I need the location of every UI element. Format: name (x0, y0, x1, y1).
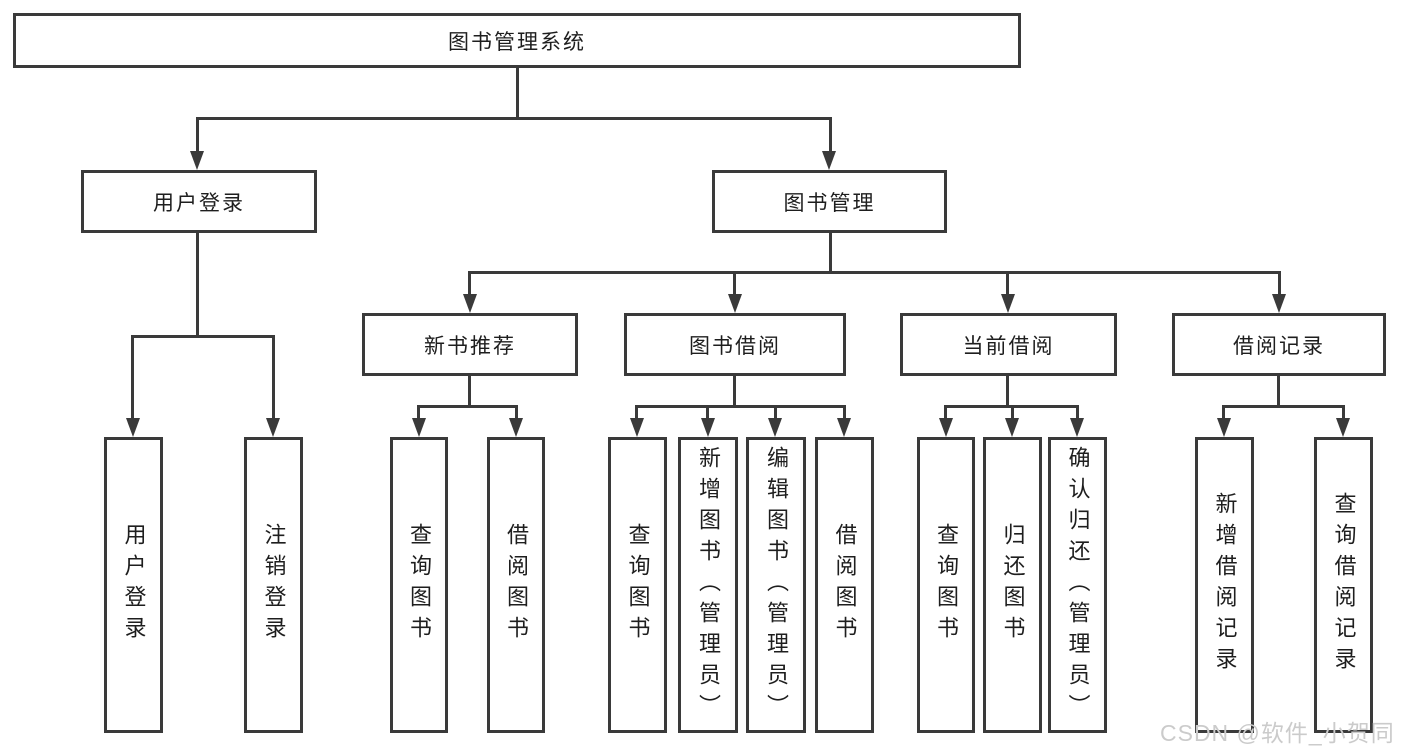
leaf-label: 查询图书 (934, 523, 959, 647)
arrow-down-icon (701, 418, 715, 437)
connector-line (829, 117, 832, 153)
leaf-label: 确认归还（管理员） (1065, 445, 1091, 725)
node-book-borrow-label: 图书借阅 (689, 334, 781, 358)
arrow-down-icon (939, 418, 953, 437)
connector-line (468, 374, 471, 407)
node-book-management-label: 图书管理 (783, 191, 876, 215)
arrow-down-icon (190, 151, 204, 170)
connector-line (774, 405, 777, 420)
connector-line (635, 405, 845, 408)
leaf-return-books: 归还图书 (983, 437, 1042, 733)
connector-line (196, 117, 199, 153)
leaf-label: 用户登录 (121, 523, 147, 647)
connector-line (733, 374, 736, 407)
connector-line (468, 271, 1281, 274)
leaf-label: 借阅图书 (832, 523, 858, 647)
connector-line (516, 66, 519, 118)
node-root: 图书管理系统 (13, 13, 1021, 68)
connector-line (1222, 405, 1225, 420)
connector-line (635, 405, 638, 420)
arrow-down-icon (126, 418, 140, 437)
leaf-add-books-admin: 新增图书（管理员） (678, 437, 738, 733)
connector-line (1011, 405, 1014, 420)
leaf-user-login: 用户登录 (104, 437, 163, 733)
leaf-logout: 注销登录 (244, 437, 303, 733)
connector-line (944, 405, 947, 420)
node-borrow-records-label: 借阅记录 (1233, 334, 1325, 358)
connector-line (1278, 271, 1281, 296)
connector-line (272, 335, 275, 420)
connector-line (131, 335, 275, 338)
arrow-down-icon (463, 294, 477, 313)
arrow-down-icon (728, 294, 742, 313)
arrow-down-icon (266, 418, 280, 437)
arrow-down-icon (630, 418, 644, 437)
connector-line (829, 231, 832, 273)
connector-line (131, 335, 134, 420)
leaf-query-books-borrow: 查询图书 (608, 437, 667, 733)
connector-line (733, 271, 736, 296)
arrow-down-icon (1272, 294, 1286, 313)
leaf-query-books-current: 查询图书 (917, 437, 975, 733)
leaf-borrow-books: 借阅图书 (815, 437, 874, 733)
leaf-label: 查询图书 (625, 523, 651, 647)
leaf-label: 编辑图书（管理员） (764, 445, 789, 725)
leaf-label: 新增借阅记录 (1212, 492, 1238, 678)
leaf-label: 注销登录 (261, 523, 287, 647)
connector-line (515, 405, 518, 420)
arrow-down-icon (509, 418, 523, 437)
arrow-down-icon (1005, 418, 1019, 437)
leaf-label: 查询图书 (407, 523, 432, 647)
connector-line (1222, 405, 1345, 408)
node-current-borrow-label: 当前借阅 (962, 334, 1055, 358)
node-root-label: 图书管理系统 (448, 30, 586, 54)
leaf-add-borrow-record: 新增借阅记录 (1195, 437, 1254, 733)
leaf-borrow-books-recommend: 借阅图书 (487, 437, 545, 733)
connector-line (1006, 374, 1009, 407)
connector-line (417, 405, 518, 408)
node-new-book-recommend: 新书推荐 (362, 313, 578, 376)
node-new-book-recommend-label: 新书推荐 (424, 334, 516, 358)
node-borrow-records: 借阅记录 (1172, 313, 1386, 376)
node-book-management: 图书管理 (712, 170, 947, 233)
arrow-down-icon (412, 418, 426, 437)
connector-line (417, 405, 420, 420)
leaf-confirm-return-admin: 确认归还（管理员） (1048, 437, 1107, 733)
arrow-down-icon (837, 418, 851, 437)
leaf-label: 查询借阅记录 (1331, 492, 1357, 678)
connector-line (706, 405, 709, 420)
node-user-login-label: 用户登录 (153, 191, 245, 215)
leaf-query-borrow-record: 查询借阅记录 (1314, 437, 1373, 733)
arrow-down-icon (1001, 294, 1015, 313)
leaf-query-books-recommend: 查询图书 (390, 437, 448, 733)
connector-line (1006, 271, 1009, 296)
connector-line (1342, 405, 1345, 420)
leaf-label: 新增图书（管理员） (696, 445, 721, 725)
csdn-watermark: CSDN @软件_小贺同学 (1160, 720, 1395, 746)
node-current-borrow: 当前借阅 (900, 313, 1117, 376)
connector-line (1076, 405, 1079, 420)
connector-line (468, 271, 471, 296)
connector-line (843, 405, 846, 420)
node-user-login: 用户登录 (81, 170, 317, 233)
leaf-label: 归还图书 (1000, 523, 1026, 647)
arrow-down-icon (768, 418, 782, 437)
node-book-borrow: 图书借阅 (624, 313, 846, 376)
arrow-down-icon (1217, 418, 1231, 437)
leaf-label: 借阅图书 (504, 523, 529, 647)
leaf-edit-books-admin: 编辑图书（管理员） (746, 437, 806, 733)
arrow-down-icon (1070, 418, 1084, 437)
connector-line (196, 117, 832, 120)
connector-line (196, 231, 199, 337)
arrow-down-icon (1336, 418, 1350, 437)
connector-line (1277, 374, 1280, 407)
arrow-down-icon (822, 151, 836, 170)
